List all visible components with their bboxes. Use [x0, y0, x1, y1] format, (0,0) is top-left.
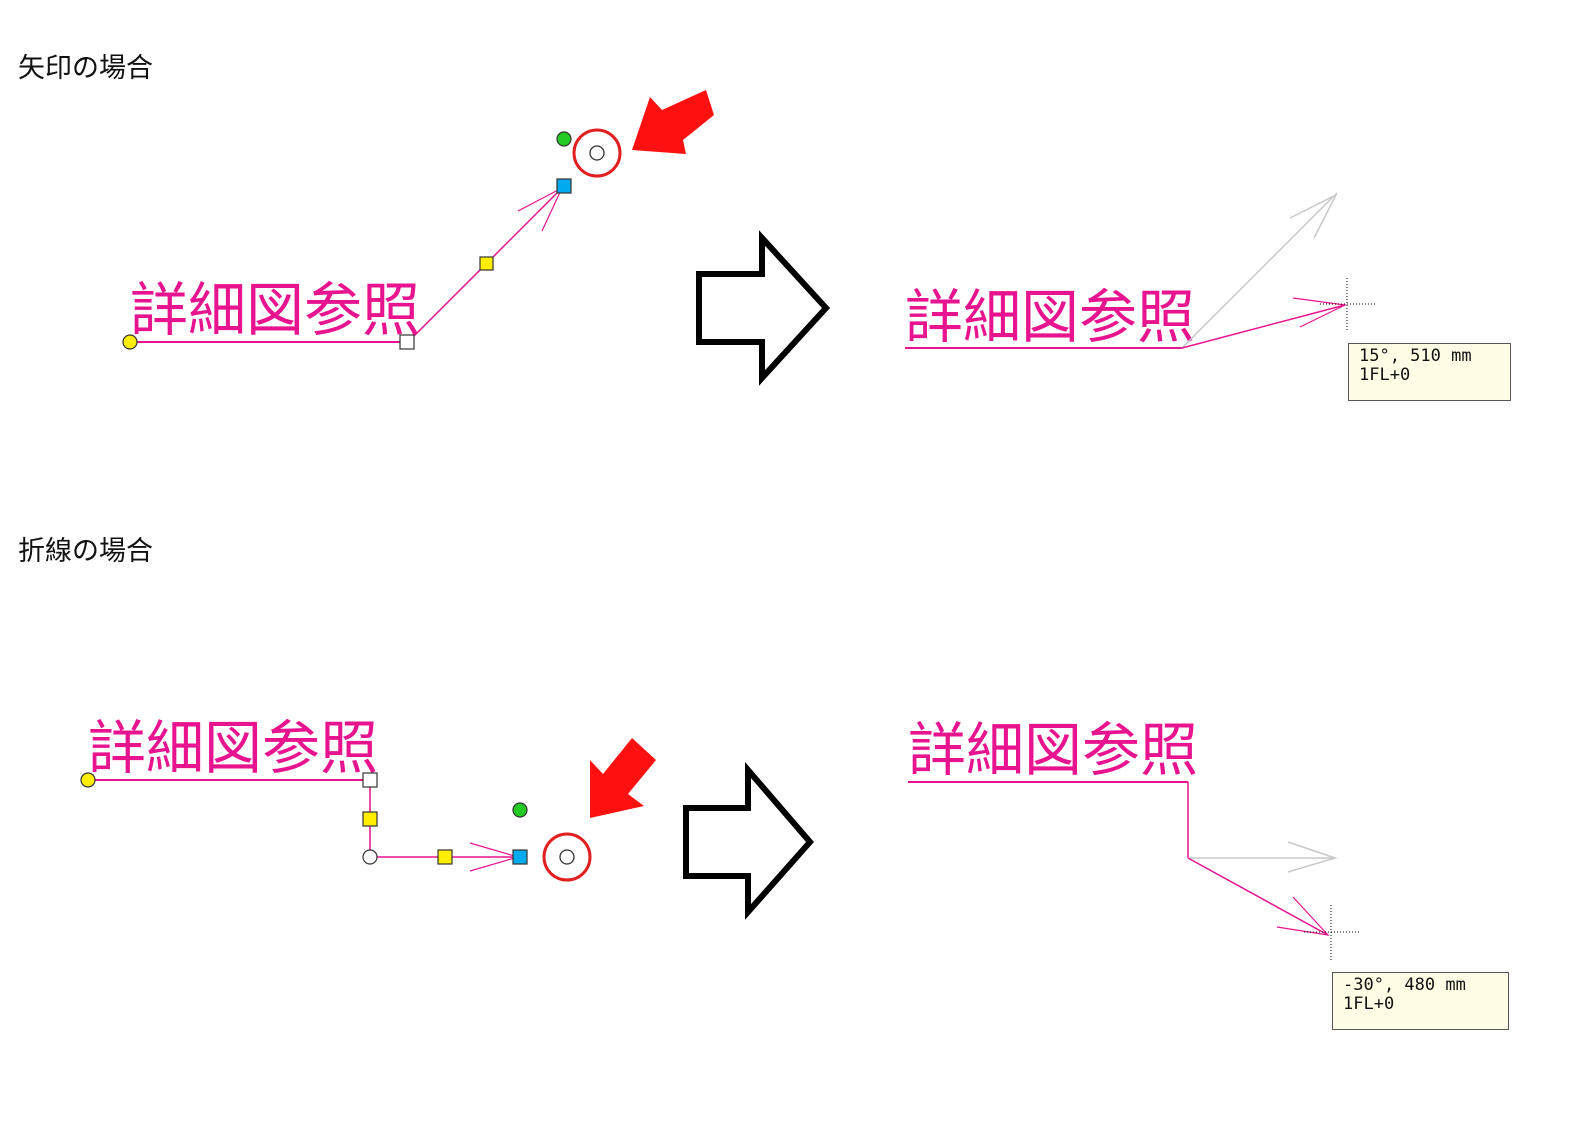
rotate-handle[interactable]	[512, 802, 528, 818]
polyline-after-group: 詳細図参照	[908, 716, 1360, 960]
leader-label-before: 詳細図参照	[88, 714, 378, 782]
arrow-angle-handle[interactable]	[589, 145, 605, 161]
section-title-polyline: 折線の場合	[18, 536, 153, 567]
midpoint-handle[interactable]	[437, 849, 453, 865]
leader-label-before: 詳細図参照	[130, 276, 420, 344]
red-pointer-arrow	[632, 90, 714, 154]
corner-handle[interactable]	[362, 772, 378, 788]
transition-arrow-1	[696, 230, 831, 386]
transition-arrow-2	[683, 761, 814, 920]
measurement-tooltip: 15°, 510 mm 1FL+0	[1348, 343, 1511, 401]
ghost-arrowhead	[1287, 841, 1338, 873]
leader-label-after: 詳細図参照	[908, 716, 1198, 784]
midpoint-handle[interactable]	[362, 811, 378, 827]
arrow-end-handle[interactable]	[556, 178, 572, 194]
tooltip-floor-level: 1FL+0	[1343, 994, 1395, 1014]
leader-line	[1181, 304, 1346, 349]
arrow-angle-handle[interactable]	[559, 849, 575, 865]
arrowhead	[1276, 896, 1330, 936]
corner-handle[interactable]	[399, 334, 415, 350]
arrow-after-group: 詳細図参照	[905, 192, 1376, 351]
highlight-circle	[572, 128, 622, 178]
polyline-before-group: 詳細図参照	[80, 714, 656, 882]
measurement-tooltip: -30°, 480 mm 1FL+0	[1332, 972, 1509, 1030]
tooltip-angle-length: -30°, 480 mm	[1343, 975, 1466, 995]
arrow-before-group: 詳細図参照	[122, 90, 714, 350]
leader-label-after: 詳細図参照	[905, 283, 1195, 351]
midpoint-handle[interactable]	[479, 256, 494, 271]
start-handle[interactable]	[80, 772, 96, 788]
ghost-arrowhead	[1289, 193, 1338, 239]
leader-line	[1187, 857, 1329, 936]
tooltip-floor-level: 1FL+0	[1359, 365, 1411, 385]
tooltip-angle-length: 15°, 510 mm	[1359, 346, 1472, 366]
rotate-handle[interactable]	[556, 131, 572, 147]
bend-handle[interactable]	[362, 849, 378, 865]
red-pointer-arrow	[590, 738, 656, 818]
highlight-circle	[542, 832, 592, 882]
arrow-end-handle[interactable]	[512, 849, 528, 865]
ghost-leader-line	[1181, 192, 1338, 349]
arrowhead	[1292, 297, 1348, 328]
start-handle[interactable]	[122, 334, 138, 350]
section-title-arrow: 矢印の場合	[18, 53, 153, 84]
